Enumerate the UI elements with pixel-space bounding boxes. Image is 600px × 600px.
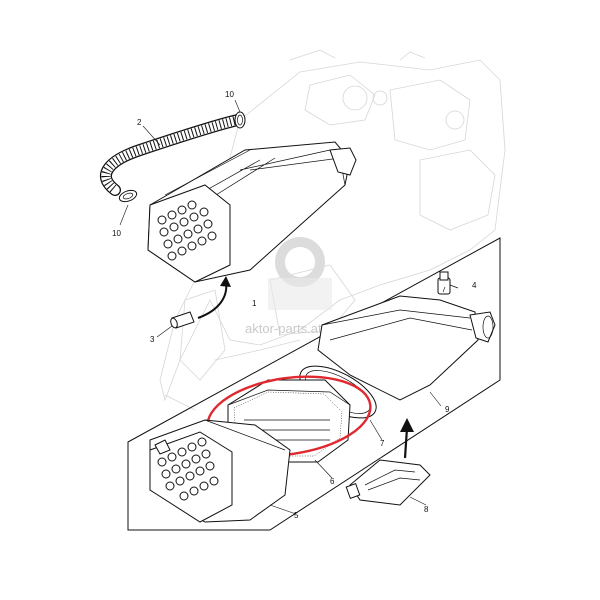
callout-2: 2 — [137, 118, 142, 127]
hose-clamp-top — [234, 111, 246, 129]
exploded-view-frame — [127, 237, 501, 531]
bracket-part — [345, 459, 431, 506]
watermark-text: aktor-parts.at — [245, 321, 322, 336]
callout-4: 4 — [472, 281, 477, 290]
callout-3: 3 — [150, 335, 155, 344]
inlet-tube-grid — [157, 200, 217, 261]
assembly-arrow-bracket — [400, 418, 414, 459]
sensor-part — [437, 271, 459, 295]
lower-housing-part — [149, 419, 291, 523]
callout-8: 8 — [424, 505, 429, 514]
callout-10-bottom: 10 — [112, 229, 121, 238]
leader-lines — [119, 99, 446, 515]
pin-part — [170, 311, 195, 329]
callout-6: 6 — [330, 477, 335, 486]
hose-clamp-bottom — [118, 189, 138, 203]
callout-labels: 10 2 10 3 1 4 9 7 6 8 5 — [112, 90, 477, 520]
upper-housing-part — [317, 295, 496, 401]
callout-5: 5 — [294, 511, 299, 520]
callout-9: 9 — [445, 405, 450, 414]
lower-tube-grid — [157, 437, 219, 501]
assembly-arrow — [197, 276, 231, 319]
callout-7: 7 — [380, 439, 385, 448]
air-filter-assembly — [147, 141, 357, 283]
callout-1: 1 — [252, 299, 257, 308]
hose-part — [99, 114, 244, 196]
callout-10-top: 10 — [225, 90, 234, 99]
watermark: aktor-parts.at — [245, 237, 332, 336]
